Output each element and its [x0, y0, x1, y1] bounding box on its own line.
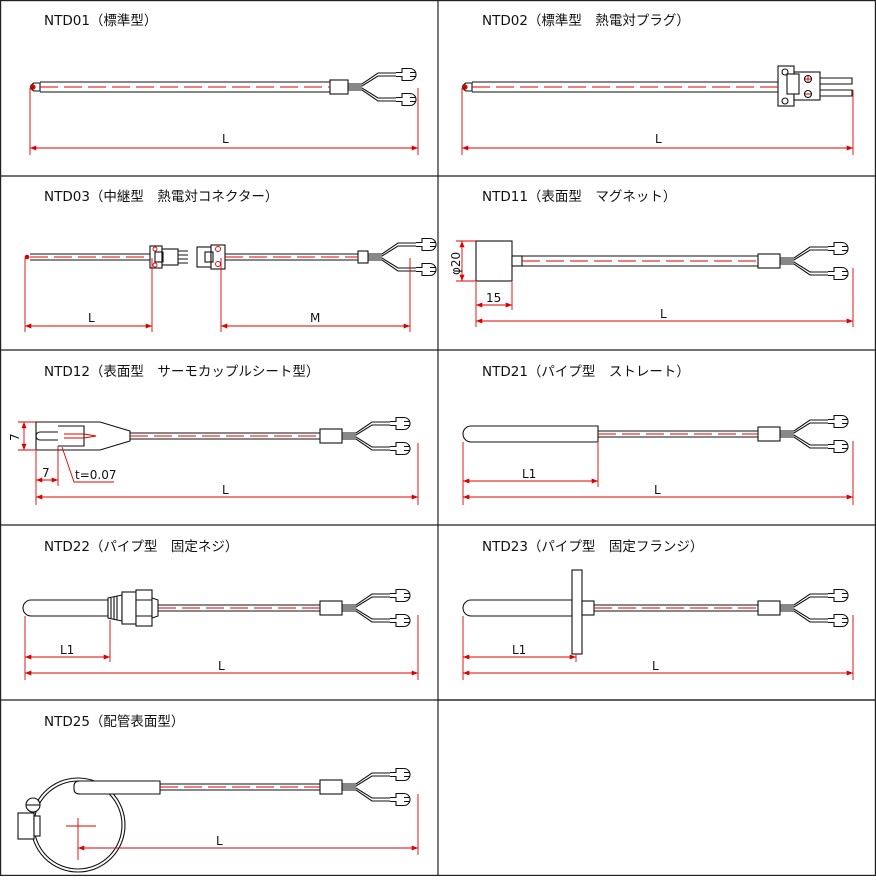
panel-ntd12: NTD12（表面型 サーモカップルシート型） 7 7 t=0.07 L: [8, 364, 419, 505]
dim-7-height-ntd12: 7: [8, 433, 22, 441]
dim-L1-ntd23: L1: [512, 643, 526, 657]
panel-title-ntd25: NTD25（配管表面型）: [44, 714, 184, 730]
panel-title-ntd11: NTD11（表面型 マグネット）: [482, 189, 676, 205]
panel-title-ntd03: NTD03（中継型 熱電対コネクター）: [44, 189, 278, 205]
panel-ntd01: NTD01（標準型） L: [29, 13, 419, 155]
panel-title-ntd22: NTD22（パイプ型 固定ネジ）: [44, 539, 238, 555]
dim-L-ntd23: L: [652, 659, 659, 673]
dim-L-ntd02: L: [655, 132, 662, 146]
dim-M-ntd03: M: [310, 311, 320, 325]
sensor-drawing-ntd22: [22, 590, 410, 627]
sensor-drawing-ntd25: [17, 769, 410, 873]
panel-title-ntd21: NTD21（パイプ型 ストレート）: [482, 364, 690, 380]
panel-title-ntd02: NTD02（標準型 熱電対プラグ）: [482, 13, 690, 29]
panel-ntd22: NTD22（パイプ型 固定ネジ） L1 L: [22, 539, 419, 680]
dim-L-ntd01: L: [222, 132, 229, 146]
dim-diameter-ntd11: φ20: [449, 252, 463, 275]
sensor-drawing-ntd12: [35, 418, 410, 455]
dim-L-ntd21: L: [654, 483, 661, 497]
dim-L-ntd03: L: [88, 311, 95, 325]
dim-L1-ntd22: L1: [60, 643, 74, 657]
dim-thickness-ntd12: t=0.07: [75, 468, 116, 482]
panel-ntd21: NTD21（パイプ型 ストレート） L1 L: [462, 364, 854, 505]
dim-15-ntd11: 15: [486, 291, 501, 305]
panel-ntd02: NTD02（標準型 熱電対プラグ） L: [461, 13, 854, 155]
panel-title-ntd12: NTD12（表面型 サーモカップルシート型）: [44, 364, 319, 380]
panel-ntd03: NTD03（中継型 熱電対コネクター） L M: [24, 189, 436, 332]
dim-L-ntd12: L: [222, 483, 229, 497]
sensor-drawing-ntd23: [462, 569, 848, 655]
sensor-drawing-ntd03: [24, 239, 436, 276]
dim-L-ntd22: L: [218, 659, 225, 673]
dim-L1-ntd21: L1: [522, 467, 536, 481]
sensor-drawing-ntd21: [462, 416, 848, 453]
panel-title-ntd23: NTD23（パイプ型 固定フランジ）: [482, 539, 703, 555]
dim-L-ntd11: L: [660, 307, 667, 321]
panel-ntd11: NTD11（表面型 マグネット） φ20 15 L: [449, 189, 854, 327]
sensor-drawing-ntd11: [475, 240, 848, 282]
sensor-drawing-ntd02: [461, 65, 853, 107]
sensor-drawing-ntd01: [29, 69, 416, 106]
panel-ntd23: NTD23（パイプ型 固定フランジ） L1 L: [462, 539, 854, 680]
dim-7-width-ntd12: 7: [42, 466, 50, 480]
dim-L-ntd25: L: [216, 834, 223, 848]
panel-ntd25: NTD25（配管表面型） L: [17, 714, 419, 873]
panel-title-ntd01: NTD01（標準型）: [44, 13, 157, 29]
